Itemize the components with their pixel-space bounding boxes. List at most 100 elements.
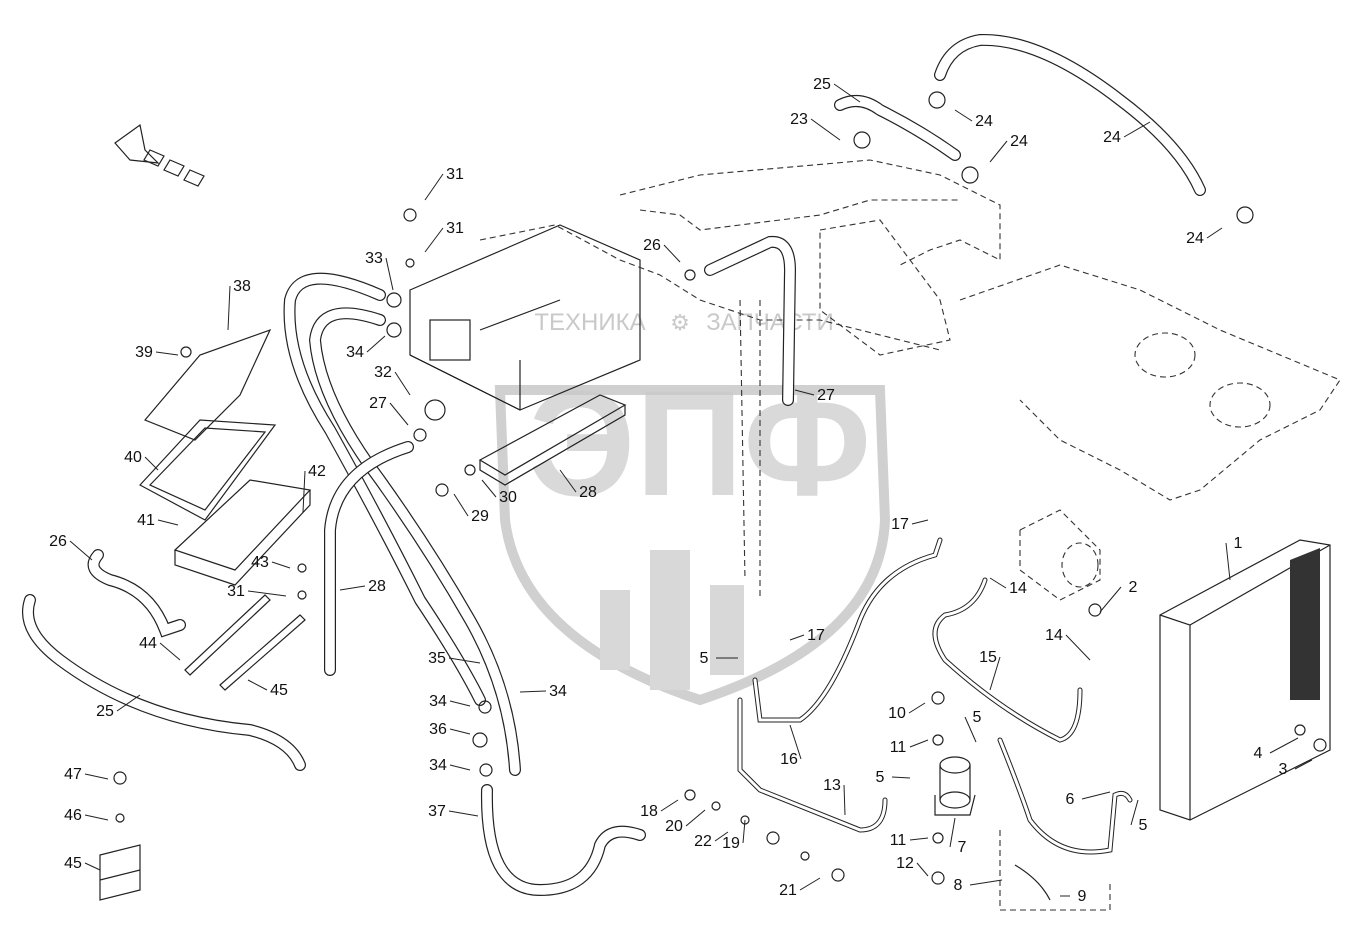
callout-label: 34 — [429, 693, 447, 710]
callout-leader — [909, 739, 929, 748]
watermark: ТЕХНИКА ⚙ ЗАПЧАСТИ ЭПФ — [494, 309, 891, 706]
callout-label: 21 — [779, 882, 797, 899]
callout-leader — [424, 227, 444, 253]
heater-housing — [409, 224, 641, 411]
receiver-drier-7 — [934, 756, 976, 816]
callout-leader — [1294, 759, 1313, 770]
callout-label: 23 — [790, 111, 808, 128]
callout-label: 20 — [665, 818, 683, 835]
callout-leader — [394, 371, 411, 396]
watermark-gear-icon: ⚙ — [670, 310, 690, 335]
callout-leader — [1123, 121, 1151, 138]
callout-leader — [891, 776, 911, 779]
callout-label: 24 — [975, 113, 993, 130]
watermark-buildings — [600, 550, 744, 690]
callout-leader — [833, 83, 861, 103]
callout-label: 41 — [137, 512, 155, 529]
callout-label: 33 — [365, 250, 383, 267]
callout-label: 5 — [973, 709, 982, 726]
filter-box-42 — [173, 479, 312, 586]
callout-label: 18 — [640, 803, 658, 820]
callout-leader — [449, 728, 471, 735]
callout-leader — [1225, 542, 1231, 581]
callout-leader — [116, 694, 141, 712]
callout-leader — [519, 690, 547, 693]
callout-label: 25 — [96, 703, 114, 720]
filter-29 — [478, 394, 627, 486]
callout-label: 44 — [139, 635, 157, 652]
callout-label: 36 — [429, 721, 447, 738]
callout-label: 43 — [251, 554, 269, 571]
callout-label: 5 — [876, 769, 885, 786]
callout-label: 27 — [369, 395, 387, 412]
callout-label: 15 — [979, 649, 997, 666]
watermark-text-right: ЗАПЧАСТИ — [706, 309, 833, 336]
callout-label: 4 — [1254, 745, 1263, 762]
compressor — [1019, 509, 1101, 601]
callout-leader — [157, 519, 179, 526]
callout-label: 24 — [1103, 129, 1121, 146]
callout-leader — [481, 479, 497, 498]
callout-label: 24 — [1010, 133, 1028, 150]
callout-label: 32 — [374, 364, 392, 381]
callout-label: 16 — [780, 751, 798, 768]
callout-label: 8 — [954, 877, 963, 894]
callout-leader — [969, 879, 1003, 886]
callout-label: 30 — [499, 489, 517, 506]
callout-leader — [1099, 586, 1122, 613]
callout-leader — [155, 351, 179, 356]
callout-label: 22 — [694, 833, 712, 850]
callout-label: 39 — [135, 344, 153, 361]
callout-leader — [1206, 227, 1223, 239]
callout-labels: 1234555567891011111213141415161717181920… — [49, 76, 1313, 905]
cover-plate-39 — [144, 328, 272, 441]
callout-label: 7 — [958, 839, 967, 856]
callout-label: 14 — [1045, 627, 1063, 644]
callout-label: 46 — [64, 807, 82, 824]
callout-label: 10 — [888, 705, 906, 722]
callout-label: 24 — [1186, 230, 1204, 247]
callout-label: 26 — [49, 533, 67, 550]
callout-leader — [660, 799, 679, 812]
callout-leader — [789, 724, 802, 760]
cab-frame-dashed — [479, 159, 1341, 600]
callout-label: 14 — [1009, 580, 1027, 597]
callout-leader — [1130, 799, 1139, 826]
callout-leader — [227, 285, 231, 331]
callout-label: 3 — [1279, 761, 1288, 778]
callout-leader — [810, 118, 841, 141]
callout-leader — [84, 773, 109, 780]
callout-label: 34 — [346, 344, 364, 361]
callout-label: 45 — [270, 682, 288, 699]
callout-label: 25 — [813, 76, 831, 93]
condenser-1 — [1159, 539, 1331, 821]
callout-label: 2 — [1129, 579, 1138, 596]
callout-label: 28 — [579, 484, 597, 501]
watermark-text-left: ТЕХНИКА — [534, 309, 645, 336]
callout-leader — [714, 831, 729, 842]
callout-label: 31 — [446, 220, 464, 237]
callout-label: 47 — [64, 766, 82, 783]
callout-label: 29 — [471, 508, 489, 525]
callout-label: 34 — [549, 683, 567, 700]
callout-leader — [144, 456, 159, 471]
callout-label: 9 — [1078, 888, 1087, 905]
callout-label: 19 — [722, 835, 740, 852]
callout-leader — [799, 877, 821, 891]
callout-leader — [989, 140, 1008, 163]
callout-leader — [302, 470, 306, 513]
callout-leader — [742, 819, 746, 844]
callout-label: 1 — [1234, 535, 1243, 552]
callout-leader — [559, 469, 577, 493]
callout-label: 42 — [308, 463, 326, 480]
callout-label: 27 — [817, 387, 835, 404]
callout-leader — [339, 585, 366, 591]
callout-label: 26 — [643, 237, 661, 254]
condenser-fins — [1290, 548, 1320, 700]
callout-label: 37 — [428, 803, 446, 820]
callout-leader — [954, 109, 973, 122]
watermark-shield — [494, 385, 891, 706]
callout-leader — [1081, 791, 1111, 800]
callout-label: 17 — [807, 627, 825, 644]
